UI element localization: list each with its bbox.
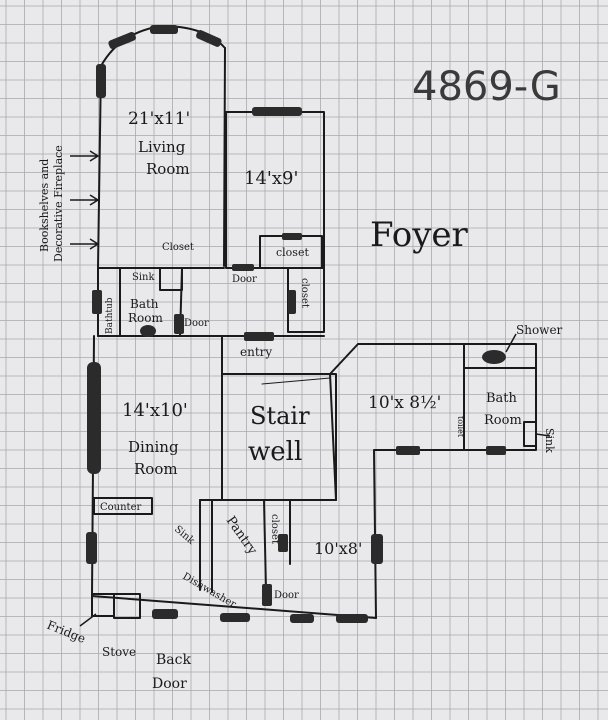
- toilet-label: toilet: [456, 416, 465, 438]
- door-pantry-closet: [278, 534, 288, 552]
- bath1-name-2: Room: [128, 311, 163, 325]
- bath2-name-2: Room: [484, 413, 522, 428]
- toilet-bath2: [482, 350, 506, 364]
- closet-top-label: Closet: [162, 242, 194, 253]
- foyer-label: Foyer: [370, 215, 469, 255]
- door-center-room: [232, 264, 254, 271]
- window-dining-west: [87, 362, 101, 474]
- room-labels: 21'x11' Living Room 14'x9' Foyer Bath Ro…: [122, 109, 522, 558]
- arrow-3: [70, 238, 100, 250]
- dining-name-2: Room: [134, 460, 178, 478]
- door-kitchen: [262, 584, 272, 606]
- window-arch-center: [150, 25, 178, 34]
- west-wall-living: [97, 65, 102, 269]
- arrow-2: [70, 194, 100, 206]
- back-door-label-1: Back: [156, 652, 191, 668]
- sink-bath2-label: Sink: [543, 428, 556, 453]
- arrow-fridge: [79, 613, 97, 627]
- shower-label: Shower: [516, 323, 563, 337]
- back-door: [152, 609, 178, 619]
- living-east-wall: [223, 47, 226, 267]
- toilet-bath1: [140, 325, 156, 337]
- sink-kitchen-label: Sink: [172, 524, 197, 548]
- window-center-room: [252, 107, 302, 116]
- bath1-name-1: Bath: [130, 297, 159, 311]
- closet-pantry-label: closet: [269, 514, 280, 544]
- window-south-3: [336, 614, 368, 623]
- door-bath2: [486, 446, 506, 455]
- fixture-labels: Bookshelves and Decorative Fireplace Clo…: [38, 145, 563, 692]
- window-arch-left: [108, 31, 136, 49]
- living-name-1: Living: [138, 138, 186, 156]
- bookshelves-label-2: Decorative Fireplace: [52, 145, 65, 262]
- counter-outline: [93, 497, 153, 515]
- door-right-closet: [288, 290, 296, 314]
- bathtub-label: Bathtub: [105, 297, 115, 334]
- sink-bath1-label: Sink: [132, 272, 155, 283]
- window-south-1: [220, 613, 250, 622]
- door-bath-label: Door: [184, 318, 209, 329]
- back-door-label-2: Door: [152, 676, 187, 692]
- center-room-dims: 14'x9': [244, 168, 298, 189]
- closet-center-label: closet: [276, 246, 309, 259]
- counter-label: Counter: [100, 502, 141, 513]
- stove-label: Stove: [102, 645, 136, 659]
- stairwell-name-2: well: [248, 437, 302, 467]
- window-arch-right: [196, 30, 222, 47]
- living-name-2: Room: [146, 160, 190, 178]
- drawing-id: 4869-G: [412, 64, 561, 110]
- windows-and-doors: [86, 25, 506, 623]
- door-center-closet: [282, 233, 302, 240]
- door-entry: [244, 332, 274, 341]
- fridge-label: Fridge: [45, 618, 88, 646]
- stair-rail-line: [261, 377, 331, 385]
- window-bath1: [92, 290, 102, 314]
- pantry-east-wall: [263, 499, 267, 591]
- door-kitchen-label: Door: [274, 590, 299, 601]
- bath1-sink-box: [159, 267, 183, 291]
- bath2-name-1: Bath: [486, 391, 518, 406]
- window-living-west: [96, 64, 106, 98]
- bookshelf-arrows: [70, 150, 551, 627]
- door-center-label: Door: [232, 274, 257, 285]
- door-bath1: [174, 314, 184, 334]
- kitchen-room-dims: 10'x8': [314, 539, 362, 558]
- entry-label: entry: [240, 345, 272, 359]
- window-kitchen-east: [371, 534, 383, 564]
- living-dims: 21'x11': [128, 109, 190, 129]
- arrow-shower: [505, 333, 517, 353]
- east-room-outline: [329, 343, 537, 619]
- bookshelves-label-1: Bookshelves and: [38, 159, 51, 252]
- window-south-2: [290, 614, 314, 623]
- east-room-dims: 10'x 8½': [368, 393, 441, 413]
- window-kitchen-west: [86, 532, 97, 564]
- arrow-sink-bath2: [535, 433, 551, 437]
- east-room-lower-west: [329, 373, 337, 501]
- stove-outline: [113, 593, 141, 619]
- dining-dims: 14'x10': [122, 400, 188, 421]
- arrow-1: [70, 150, 100, 162]
- bath2-sink-box: [523, 421, 537, 447]
- dining-name-1: Dining: [128, 438, 179, 456]
- door-east-room: [396, 446, 420, 455]
- closet-right-label: closet: [299, 278, 310, 308]
- stairwell-name-1: Stair: [250, 402, 310, 430]
